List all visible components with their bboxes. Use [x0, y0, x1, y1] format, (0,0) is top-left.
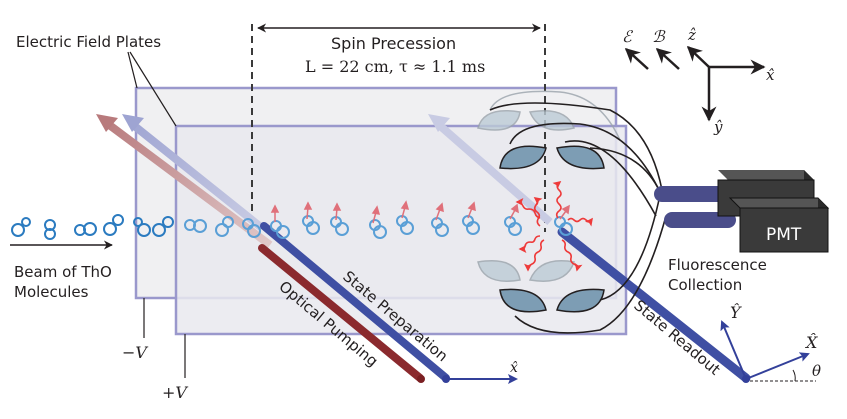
- spin-arrow: [303, 201, 313, 220]
- readout-Y-label: Ŷ: [730, 302, 742, 322]
- efield-label: ℰ: [622, 27, 634, 46]
- x-axis-label: x̂: [766, 66, 775, 84]
- state-prep-beam: [260, 222, 450, 382]
- photon: [533, 197, 543, 227]
- molecule: [242, 218, 261, 238]
- lens: [477, 260, 521, 282]
- molecule: [133, 217, 151, 237]
- readout-Y-axis: [720, 320, 747, 380]
- molecules-unpolarized: [11, 214, 174, 240]
- molecule: [11, 217, 31, 237]
- plus-v-label: +V: [162, 383, 188, 402]
- molecule: [369, 219, 387, 239]
- light-fibers: [489, 102, 667, 334]
- state-prep-beam-faded: [129, 120, 265, 232]
- theta-label: θ: [812, 362, 821, 380]
- molecule: [504, 216, 522, 236]
- bfield-label: ℬ: [652, 27, 666, 46]
- electric-field-plates-label: Electric Field Plates: [16, 33, 161, 51]
- spin-arrow: [332, 202, 342, 221]
- spin-arrow: [400, 200, 410, 219]
- spin-arrows: [270, 200, 570, 224]
- lens: [528, 260, 575, 282]
- spin-arrow: [467, 201, 476, 219]
- lens: [556, 145, 605, 170]
- photon: [518, 235, 541, 253]
- state-readout-beam-faded: [435, 120, 553, 226]
- state-prep-x-label: x̂: [510, 360, 518, 376]
- collection-lenses-front: [499, 145, 605, 313]
- photon: [567, 217, 593, 227]
- readout-X-label: X̂: [804, 333, 818, 352]
- bfield-arrow: [655, 47, 680, 70]
- molecule: [184, 219, 207, 233]
- theta-angle-arc: [792, 369, 796, 382]
- lens: [477, 110, 521, 131]
- lens: [499, 288, 547, 313]
- state-readout-beam-arrowhead: [428, 114, 450, 132]
- y-axis-label: ŷ: [713, 118, 723, 136]
- readout-X-axis: [745, 352, 810, 380]
- pmt-front: [728, 197, 830, 253]
- pmt-label: PMT: [766, 225, 802, 245]
- spin-arrow: [435, 202, 444, 221]
- molecule: [103, 214, 124, 236]
- spin-arrow: [559, 204, 570, 220]
- spin-arrow: [270, 204, 280, 222]
- efield-arrow: [624, 47, 649, 70]
- minus-v-label: −V: [122, 343, 148, 362]
- z-axis-arrow: [686, 45, 710, 68]
- photon: [552, 180, 562, 219]
- spin-arrow: [371, 205, 381, 224]
- fluorescence-label-line2: Collection: [668, 276, 742, 294]
- photon: [524, 239, 545, 272]
- state-readout-beam: [557, 227, 751, 383]
- molecule: [554, 216, 573, 236]
- lens-housing-curve: [489, 90, 621, 141]
- molecule: [270, 220, 290, 239]
- molecule: [215, 216, 234, 237]
- fluorescence-label-line1: Fluorescence: [668, 256, 767, 274]
- state-readout-label: State Readout: [630, 296, 723, 378]
- molecules-in-field: [184, 215, 573, 239]
- z-axis-label: ẑ: [687, 26, 696, 44]
- spin-precession-params: L = 22 cm, τ ≈ 1.1 ms: [305, 57, 485, 76]
- optical-pumping-beam: [258, 244, 424, 382]
- molecule-beam: [11, 214, 573, 240]
- lab-frame-axes: [624, 45, 766, 122]
- plate-pointer-line-2: [129, 51, 177, 127]
- light-guide-upper: [654, 186, 726, 202]
- optical-pumping-beam-end: [417, 375, 425, 383]
- beam-label-line2: Molecules: [14, 283, 89, 301]
- lens: [556, 288, 605, 313]
- state-prep-beam-arrowhead: [122, 114, 144, 132]
- optical-pumping-beam-arrowhead: [96, 114, 118, 132]
- spin-arrow: [509, 203, 519, 220]
- fluorescence-photons: [515, 180, 593, 272]
- lens: [499, 145, 547, 170]
- plate-pointer-line-1: [127, 51, 138, 89]
- photon: [561, 239, 583, 272]
- molecule: [152, 216, 174, 237]
- photon: [515, 198, 541, 219]
- molecule: [44, 219, 56, 240]
- beam-label-line1: Beam of ThO: [14, 263, 112, 281]
- spin-precession-label: Spin Precession: [331, 34, 456, 53]
- molecule: [74, 222, 97, 236]
- collection-lenses-back: [477, 90, 621, 282]
